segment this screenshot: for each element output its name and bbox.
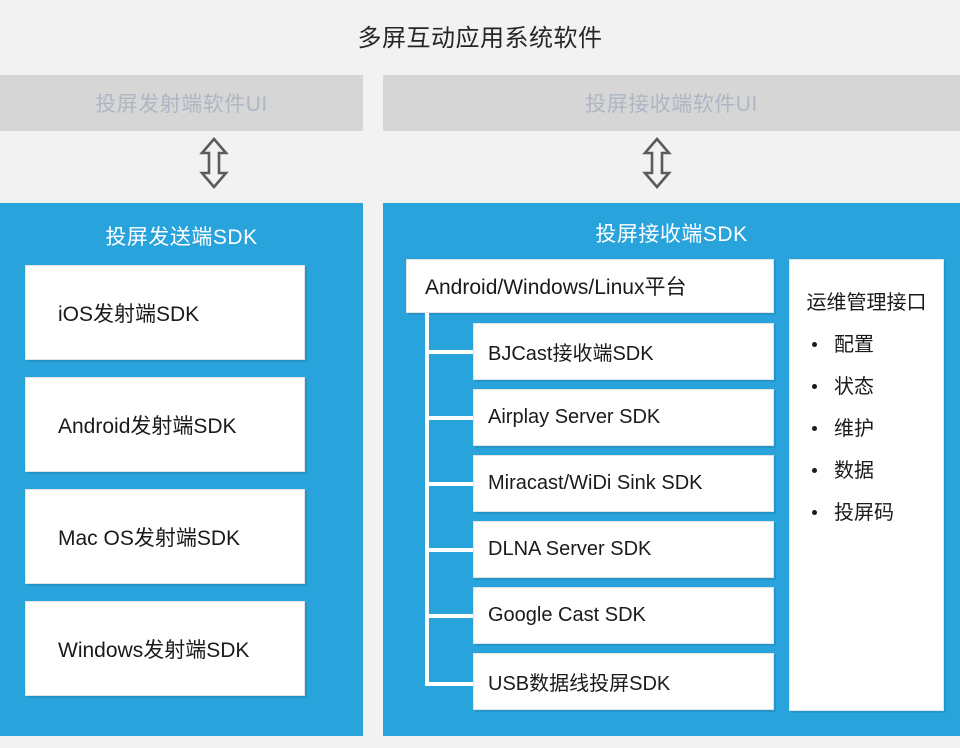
list-item[interactable]: Mac OS发射端SDK xyxy=(25,489,305,584)
list-item[interactable]: 投屏码 xyxy=(808,501,943,525)
list-item[interactable]: Airplay Server SDK xyxy=(473,389,774,446)
list-item[interactable]: Android发射端SDK xyxy=(25,377,305,472)
list-item[interactable]: BJCast接收端SDK xyxy=(473,323,774,380)
sender-ui-bar-label: 投屏发射端软件UI xyxy=(95,93,268,116)
bullet-icon xyxy=(812,426,817,431)
list-item[interactable]: iOS发射端SDK xyxy=(25,265,305,360)
receiver-sdk-label: Airplay Server SDK xyxy=(488,406,661,428)
ops-item-label: 数据 xyxy=(834,460,874,482)
sender-sdk-label: Windows发射端SDK xyxy=(58,638,250,662)
list-item[interactable]: Windows发射端SDK xyxy=(25,601,305,696)
list-item[interactable]: Google Cast SDK xyxy=(473,587,774,644)
receiver-link-arrow xyxy=(637,136,677,190)
double-headed-vertical-arrow-icon xyxy=(199,137,229,189)
sender-sdk-panel-title: 投屏发送端SDK xyxy=(105,226,258,249)
tree-branch-line xyxy=(425,482,473,486)
receiver-sdk-label: DLNA Server SDK xyxy=(488,538,652,560)
list-item[interactable]: 维护 xyxy=(808,417,943,441)
sender-sdk-label: Mac OS发射端SDK xyxy=(58,526,241,550)
ops-management-card: 运维管理接口 配置 状态 维护 数据 投屏码 xyxy=(789,259,944,711)
tree-branch-line xyxy=(425,548,473,552)
sender-sdk-label: Android发射端SDK xyxy=(58,414,237,438)
list-item[interactable]: USB数据线投屏SDK xyxy=(473,653,774,710)
ops-item-label: 维护 xyxy=(834,418,874,440)
sender-sdk-label: iOS发射端SDK xyxy=(58,302,200,326)
page-title: 多屏互动应用系统软件 xyxy=(357,25,603,52)
ops-item-label: 配置 xyxy=(834,334,874,356)
bullet-icon xyxy=(812,342,817,347)
list-item[interactable]: 数据 xyxy=(808,459,943,483)
receiver-sdk-label: Miracast/WiDi Sink SDK xyxy=(488,472,703,494)
tree-trunk-line xyxy=(425,313,429,686)
list-item[interactable]: Miracast/WiDi Sink SDK xyxy=(473,455,774,512)
double-headed-vertical-arrow-icon xyxy=(642,137,672,189)
tree-branch-line xyxy=(425,682,473,686)
receiver-sdk-panel-title: 投屏接收端SDK xyxy=(595,223,748,246)
receiver-ui-bar: 投屏接收端软件UI xyxy=(383,75,960,131)
receiver-sdk-label: USB数据线投屏SDK xyxy=(488,673,671,695)
sender-link-arrow xyxy=(194,136,234,190)
tree-branch-line xyxy=(425,614,473,618)
receiver-ui-bar-label: 投屏接收端软件UI xyxy=(585,93,758,116)
platform-card[interactable]: Android/Windows/Linux平台 xyxy=(406,259,774,313)
ops-management-list: 配置 状态 维护 数据 投屏码 xyxy=(790,333,943,525)
tree-branch-line xyxy=(425,350,473,354)
ops-management-title: 运维管理接口 xyxy=(806,292,927,314)
platform-label: Android/Windows/Linux平台 xyxy=(425,276,687,299)
sender-sdk-list: iOS发射端SDK Android发射端SDK Mac OS发射端SDK Win… xyxy=(25,265,305,713)
sender-ui-bar: 投屏发射端软件UI xyxy=(0,75,363,131)
tree-branch-line xyxy=(425,416,473,420)
bullet-icon xyxy=(812,384,817,389)
bullet-icon xyxy=(812,468,817,473)
list-item[interactable]: 配置 xyxy=(808,333,943,357)
receiver-sdk-label: Google Cast SDK xyxy=(488,604,646,626)
list-item[interactable]: DLNA Server SDK xyxy=(473,521,774,578)
receiver-sdk-label: BJCast接收端SDK xyxy=(488,343,654,365)
list-item[interactable]: 状态 xyxy=(808,375,943,399)
bullet-icon xyxy=(812,510,817,515)
ops-item-label: 状态 xyxy=(834,376,874,398)
receiver-sdk-list: BJCast接收端SDK Airplay Server SDK Miracast… xyxy=(473,323,774,719)
ops-item-label: 投屏码 xyxy=(834,502,894,524)
